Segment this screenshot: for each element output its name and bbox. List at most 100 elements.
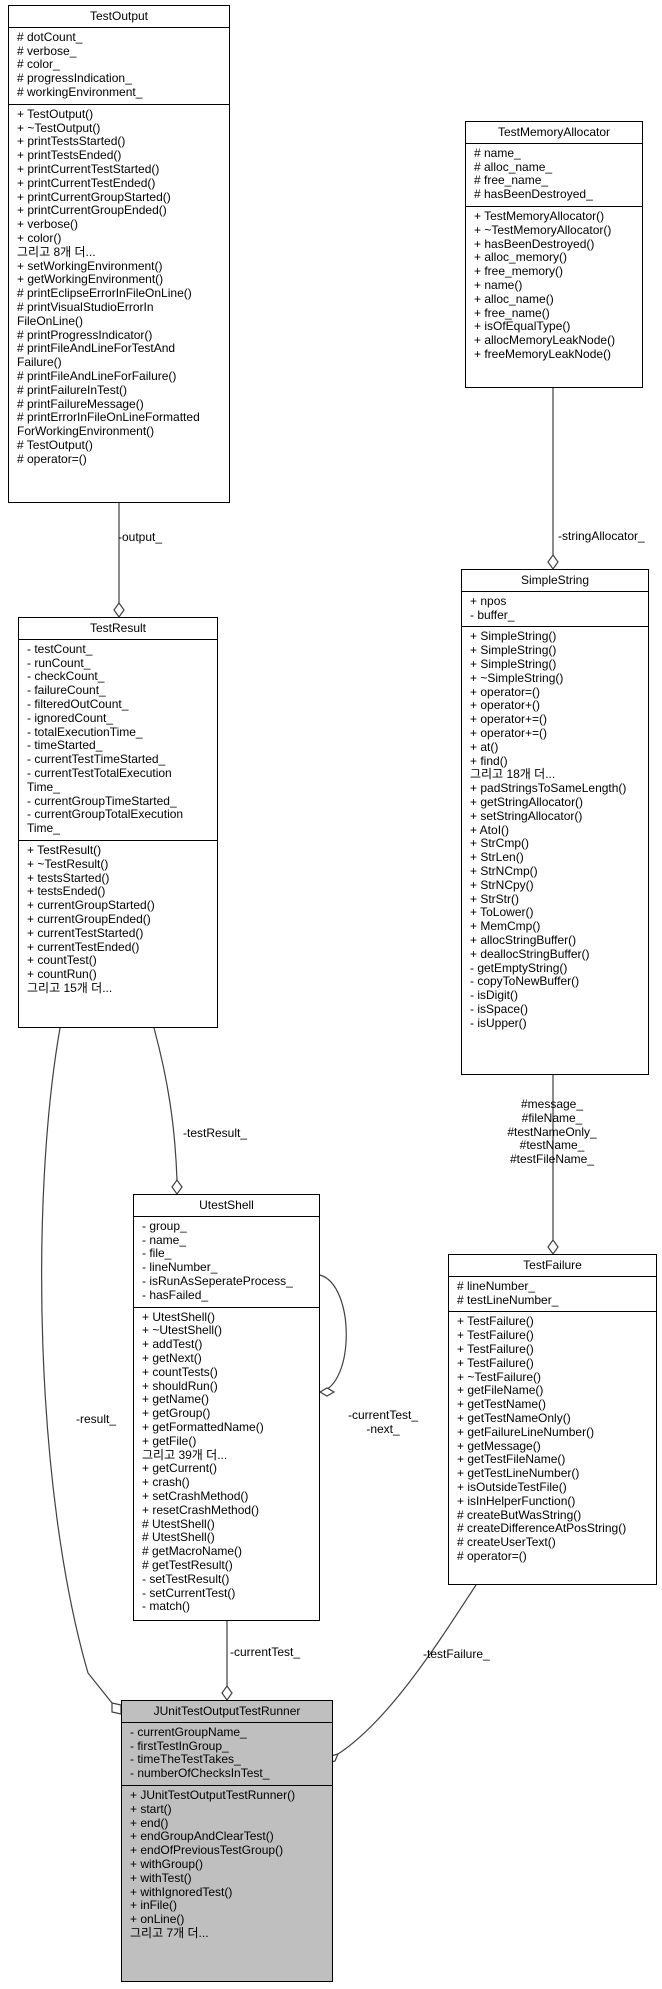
method-item: + getCurrent() <box>142 1461 218 1476</box>
class-name: TestFailure <box>449 1255 656 1277</box>
method-item: + printTestsStarted() <box>17 134 126 149</box>
method-item: # getMacroName() <box>142 1544 243 1559</box>
method-item: # createButWasString() <box>457 1507 582 1522</box>
attribute-list: # name_# alloc_name_# free_name_# hasBee… <box>466 144 642 206</box>
method-item: + padStringsToSameLength() <box>470 781 627 796</box>
method-item: + operator+=() <box>470 725 548 740</box>
method-item: + start() <box>130 1801 172 1816</box>
method-item: + printCurrentGroupStarted() <box>17 189 171 204</box>
method-list: + UtestShell()+ ~UtestShell()+ addTest()… <box>134 1306 319 1619</box>
diamond-strings <box>547 1238 559 1256</box>
method-item: + SimpleString() <box>470 656 557 671</box>
class-name: TestResult <box>19 618 217 640</box>
method-item: + currentGroupStarted() <box>27 898 155 913</box>
method-item: + shouldRun() <box>142 1378 218 1393</box>
method-item: + printCurrentTestEnded() <box>17 175 156 190</box>
edge-label-test-failure: -testFailure_ <box>423 1647 490 1661</box>
attribute-item: - checkCount_ <box>27 669 105 684</box>
method-item: + allocMemoryLeakNode() <box>474 333 616 348</box>
class-utestshell[interactable]: UtestShell- group_- name_- file_- lineNu… <box>133 1194 320 1621</box>
method-item: FileOnLine() <box>17 313 84 328</box>
method-item: - setTestResult() <box>142 1571 230 1586</box>
edge-label-current-test: -currentTest_ <box>230 1645 301 1659</box>
edge-label-string-allocator: -stringAllocator_ <box>558 529 645 543</box>
diamond-result <box>111 1702 122 1715</box>
attribute-item: - filteredOutCount_ <box>27 696 129 711</box>
attribute-item: # name_ <box>474 145 521 160</box>
method-item: + getFile() <box>142 1433 197 1448</box>
diamond-output <box>113 601 125 619</box>
diamond-current-test <box>221 1684 233 1702</box>
edge-test-failure <box>337 1584 477 1755</box>
method-item: + resetCrashMethod() <box>142 1502 260 1517</box>
method-item: + addTest() <box>142 1337 203 1352</box>
method-item: + deallocStringBuffer() <box>470 946 590 961</box>
method-item: - copyToNewBuffer() <box>470 974 580 989</box>
method-item: + endOfPreviousTestGroup() <box>130 1843 284 1858</box>
method-item: + getGroup() <box>142 1406 211 1421</box>
attribute-item: - firstTestInGroup_ <box>130 1738 229 1753</box>
method-item: + printTestsEnded() <box>17 148 122 163</box>
method-item: + StrCmp() <box>470 836 530 851</box>
attribute-item: # progressIndication_ <box>17 71 132 86</box>
method-item: + inFile() <box>130 1898 178 1913</box>
method-item: + find() <box>470 753 508 768</box>
method-item: + getMessage() <box>457 1438 541 1453</box>
method-item: # printEclipseErrorInFileOnLine() <box>17 286 192 301</box>
attribute-item: - file_ <box>142 1246 172 1261</box>
method-item: + hasBeenDestroyed() <box>474 236 595 251</box>
method-item: - isUpper() <box>470 1015 527 1030</box>
method-item: # getTestResult() <box>142 1557 233 1572</box>
edge-test-result <box>153 1027 178 1181</box>
attribute-item: - currentTestTotalExecution <box>27 765 172 780</box>
method-item: + getWorkingEnvironment() <box>17 272 164 287</box>
class-junittestoutputtestrunner[interactable]: JUnitTestOutputTestRunner- currentGroupN… <box>121 1700 333 1982</box>
method-item: + AtoI() <box>470 822 510 837</box>
method-item: + currentTestStarted() <box>27 925 144 940</box>
method-item: - isSpace() <box>470 1001 529 1016</box>
method-item: + StrLen() <box>470 850 524 865</box>
method-item: + ~SimpleString() <box>470 670 564 685</box>
method-item: # createUserText() <box>457 1535 556 1550</box>
method-item: + at() <box>470 739 499 754</box>
method-item: # createDifferenceAtPosString() <box>457 1521 627 1536</box>
method-item: + crash() <box>142 1475 190 1490</box>
method-item: + withGroup() <box>130 1856 204 1871</box>
edge-label-test-result: -testResult_ <box>183 1126 248 1140</box>
method-item: + getNext() <box>142 1350 202 1365</box>
class-testoutput[interactable]: TestOutput# dotCount_# verbose_# color_#… <box>8 5 230 503</box>
method-list: + SimpleString()+ SimpleString()+ Simple… <box>462 626 648 1034</box>
method-item: + getFormattedName() <box>142 1419 264 1434</box>
method-item: + endGroupAndClearTest() <box>130 1829 274 1844</box>
attribute-list: - currentGroupName_- firstTestInGroup_- … <box>122 1723 332 1785</box>
method-item: + UtestShell() <box>142 1309 216 1324</box>
attribute-item: - currentGroupName_ <box>130 1724 247 1739</box>
method-item: + TestOutput() <box>17 106 94 121</box>
diamond-test-result <box>171 1178 183 1196</box>
attribute-item: - timeStarted_ <box>27 738 103 753</box>
method-item: + isOfEqualType() <box>474 319 571 334</box>
attribute-item: # alloc_name_ <box>474 159 553 174</box>
method-item: + operator=() <box>470 684 541 699</box>
class-testmemoryallocator[interactable]: TestMemoryAllocator# name_# alloc_name_#… <box>465 121 643 388</box>
class-simplestring[interactable]: SimpleString+ npos- buffer_+ SimpleStrin… <box>461 569 649 1075</box>
class-testfailure[interactable]: TestFailure# lineNumber_# testLineNumber… <box>448 1254 657 1585</box>
method-item: + JUnitTestOutputTestRunner() <box>130 1787 296 1802</box>
method-item: + color() <box>17 230 62 245</box>
method-item: + withTest() <box>130 1870 192 1885</box>
method-item: # printFailureMessage() <box>17 396 144 411</box>
method-item: - getEmptyString() <box>470 960 568 975</box>
method-list: + JUnitTestOutputTestRunner()+ start() + … <box>122 1784 332 1945</box>
attribute-item: - group_ <box>142 1218 187 1233</box>
method-list: + TestOutput()+ ~TestOutput()+ printTest… <box>9 103 229 471</box>
method-item: + verbose() <box>17 217 79 232</box>
attribute-item: # lineNumber_ <box>457 1278 536 1293</box>
method-item: # printProgressIndicator() <box>17 327 153 342</box>
attribute-item: - lineNumber_ <box>142 1260 218 1275</box>
attribute-item: - currentGroupTimeStarted_ <box>27 793 177 808</box>
class-testresult[interactable]: TestResult- testCount_- runCount_- check… <box>18 617 218 1028</box>
method-item: + withIgnoredTest() <box>130 1884 233 1899</box>
class-name: JUnitTestOutputTestRunner <box>122 1701 332 1723</box>
attribute-item: # dotCount_ <box>17 29 83 44</box>
method-item: + onLine() <box>130 1912 185 1927</box>
